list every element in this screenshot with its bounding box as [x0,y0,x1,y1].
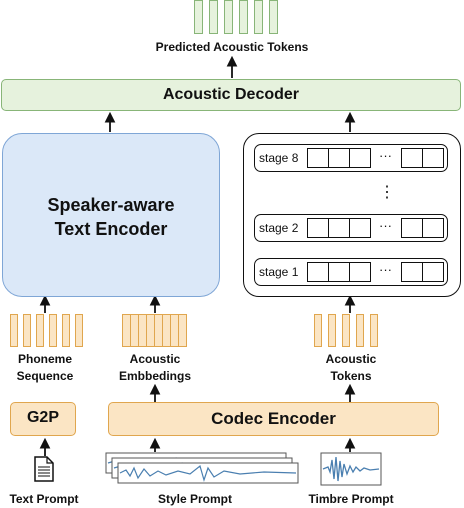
stage-ellipsis: ··· [379,148,392,163]
predicted-token [209,0,218,34]
g2p-block [10,402,76,436]
text-prompt-label: Text Prompt [9,492,79,506]
stage-name: stage 1 [259,265,299,279]
acoustic-token [370,314,378,347]
stage-token-cell [328,262,350,282]
text-encoder-label: Speaker-aware Text Encoder [47,195,175,239]
stage-token-cell [422,148,444,168]
stage-row: stage 8 ··· [254,144,448,172]
codec-encoder-label: Codec Encoder [211,409,336,428]
stage-token-cell [401,262,423,282]
stage-token-cell [349,148,371,168]
timbre-prompt-label: Timbre Prompt [308,492,394,506]
acoustic-decoder-block [1,79,461,111]
acoustic-token [356,314,364,347]
stage-token-cell [307,218,329,238]
acoustic-token [328,314,336,347]
acoustic-embedding-token [178,314,187,347]
vertical-ellipsis: ⋮ [379,184,395,201]
stage-name: stage 2 [259,221,299,235]
stage-row: stage 1 ··· [254,258,448,286]
stage-token-cell [328,148,350,168]
phoneme-token [62,314,70,347]
phoneme-token [36,314,44,347]
phoneme-token [49,314,57,347]
stage-token-cell [349,218,371,238]
stage-token-cell [401,148,423,168]
phoneme-token [75,314,83,347]
stage-name: stage 8 [259,151,299,165]
predicted-token [224,0,233,34]
stage-row: stage 2 ··· [254,214,448,242]
acoustic-tokens-label: Acoustic Tokens [325,352,377,383]
stage-token-cell [422,262,444,282]
predicted-token [194,0,203,34]
stage-token-cell [349,262,371,282]
stage-token-cell [307,148,329,168]
phoneme-token [10,314,18,347]
stage-ellipsis: ··· [379,218,392,233]
predicted-token [269,0,278,34]
style-prompt-label: Style Prompt [157,492,232,506]
g2p-label: G2P [26,409,59,426]
stage-token-cell [401,218,423,238]
stage-token-cell [422,218,444,238]
acoustic-token [314,314,322,347]
stage-ellipsis: ··· [379,262,392,277]
acoustic-embeddings-label: Acoustic Embbedings [118,352,191,383]
style-waveform-icon [105,452,299,484]
stage-token-cell [307,262,329,282]
phoneme-token [23,314,31,347]
text-encoder-block [2,133,220,297]
codec-encoder-block [108,402,439,436]
acoustic-decoder-label: Acoustic Decoder [162,86,300,103]
acoustic-token [342,314,350,347]
predicted-tokens-label: Predicted Acoustic Tokens [155,40,309,54]
stage-token-cell [328,218,350,238]
timbre-waveform-icon [320,452,382,486]
document-icon [34,456,54,482]
predicted-token [239,0,248,34]
phoneme-sequence-label: Phoneme Sequence [16,352,74,383]
predicted-token [254,0,263,34]
